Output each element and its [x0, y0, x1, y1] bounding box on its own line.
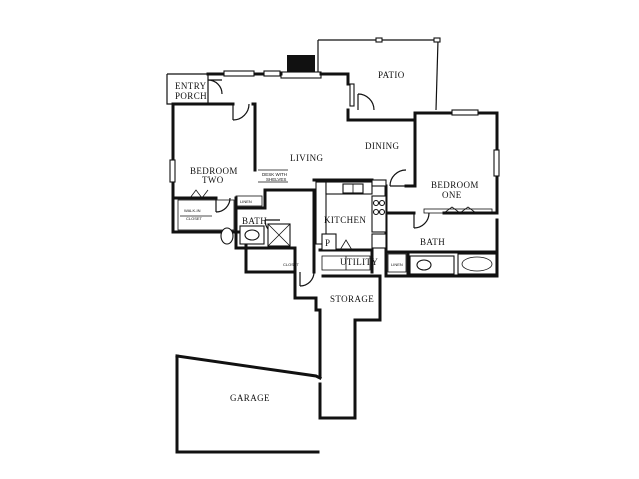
linen-closet-right [387, 253, 407, 273]
patio-post [433, 37, 441, 43]
window [493, 149, 500, 177]
bedroom-one-label: BEDROOM [431, 180, 479, 190]
window [223, 70, 255, 77]
bath-left-label: BATH [242, 216, 267, 226]
walk-in-closet-label: WALK-IN [184, 208, 201, 213]
closet-bifold-door [189, 189, 209, 199]
patio-right-rail [435, 39, 439, 111]
linen-label-right: LINEN [391, 262, 403, 267]
utility-label: UTILITY [340, 257, 378, 267]
bedroom-two-label: BEDROOM [190, 166, 238, 176]
walk-in-closet-label: CLOSET [186, 216, 203, 221]
patio-door [357, 93, 375, 111]
storage-label: STORAGE [330, 294, 374, 304]
pantry-door [339, 239, 353, 251]
desk-label: DESK WITH [262, 172, 287, 177]
fireplace-hearth [287, 55, 315, 73]
entry-porch-label: PORCH [175, 91, 207, 101]
column [371, 179, 387, 187]
room-labels: PATIO ENTRY PORCH LIVING DINING BEDROOM … [175, 70, 479, 403]
bedroom-two-door [232, 103, 250, 121]
walk-in-closet [177, 199, 235, 231]
counter-left [315, 181, 327, 245]
bedroom-one-label: ONE [442, 190, 462, 200]
bath-left-fixtures [220, 223, 291, 247]
entry-porch-label: ENTRY [175, 81, 207, 91]
fireplace [280, 55, 322, 79]
window [263, 70, 281, 77]
toilet [220, 227, 234, 245]
dining-label: DINING [365, 141, 399, 151]
closet-shelf [423, 208, 493, 214]
pantry [321, 233, 337, 251]
fixture-labels: DESK WITH SHELVES WALK-IN CLOSET LINEN L… [184, 172, 403, 267]
hall-closet-door [299, 271, 315, 287]
pantry-label: P [325, 238, 330, 248]
bath-right-label: BATH [420, 237, 445, 247]
desk-label: SHELVES [266, 177, 286, 182]
window [451, 109, 479, 116]
exterior-walls [166, 72, 499, 454]
closets [177, 195, 493, 273]
refrigerator [371, 233, 387, 249]
bedroom-one-door [389, 169, 407, 187]
patio-label: PATIO [378, 70, 405, 80]
bath-right-fixtures [409, 253, 497, 275]
windows [169, 70, 500, 183]
patio-post [375, 37, 383, 43]
utility-fixtures [321, 255, 371, 271]
bath-right-door [413, 212, 430, 229]
living-label: LIVING [290, 153, 323, 163]
desk-with-shelves [258, 169, 288, 183]
window [169, 159, 176, 183]
linen-closet-left [235, 195, 263, 207]
sink [416, 259, 432, 271]
entry-door [207, 79, 223, 95]
sink [244, 229, 260, 241]
closet-label: CLOSET [283, 262, 300, 267]
kitchen-label: KITCHEN [324, 215, 366, 225]
bedroom-two-label: TWO [202, 175, 224, 185]
linen-label-left: LINEN [240, 199, 252, 204]
fireplace-mantel [280, 71, 322, 79]
patio-area [317, 37, 441, 111]
kitchen-fixtures [315, 179, 387, 251]
garage-label: GARAGE [230, 393, 270, 403]
window [349, 83, 355, 107]
